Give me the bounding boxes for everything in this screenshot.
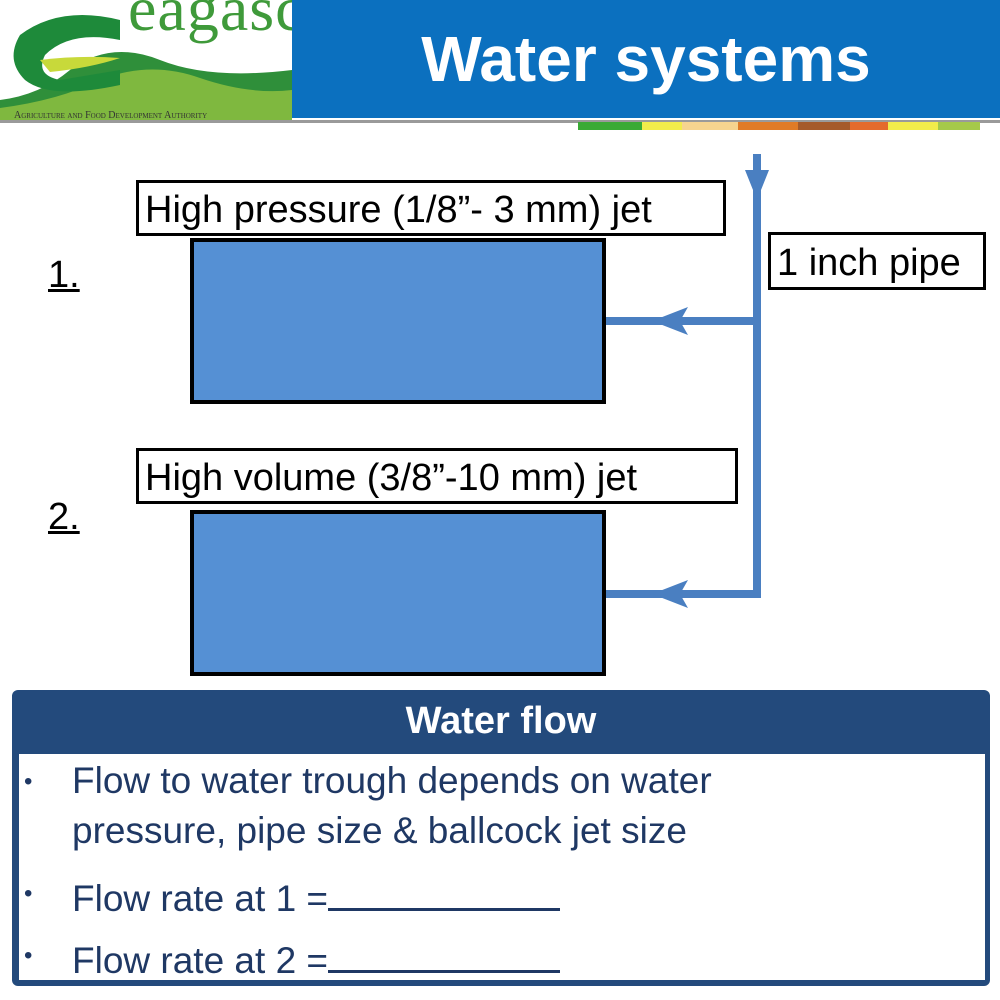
logo-subtitle: Agriculture and Food Development Authori… [14,110,208,121]
water-trough-1 [190,238,606,404]
item-number-1: 1. [48,254,80,296]
jet-label-2: High volume (3/8”-10 mm) jet [136,448,738,504]
flow-arrows [652,170,769,608]
flow-rate-2-blank [328,930,561,973]
pipe-lines [602,154,761,598]
pipe-label: 1 inch pipe [768,232,986,290]
color-strip-segment [850,122,888,130]
bullet-text-1: Flow to water trough depends on water pr… [72,756,712,856]
water-trough-2 [190,510,606,676]
logo-wordmark: eagasc [128,0,305,44]
bullet-text-3: Flow rate at 2 = [72,930,561,986]
header-divider [0,120,1000,123]
bullet-text-2: Flow rate at 1 = [72,868,561,924]
bullet-text-1-line1: Flow to water trough depends on water [72,760,712,801]
teagasc-logo-icon [0,15,292,122]
title-bar [292,0,1000,118]
left-arrow-icon [652,307,688,335]
down-arrow-icon [745,170,769,200]
jet-label-1: High pressure (1/8”- 3 mm) jet [136,180,726,236]
color-strip-segment [642,122,682,130]
color-strip-segment [798,122,850,130]
color-strip-segment [578,122,642,130]
flow-rate-2-label: Flow rate at 2 = [72,940,329,981]
bullet-text-1-line2: pressure, pipe size & ballcock jet size [72,810,687,851]
flow-rate-1-label: Flow rate at 1 = [72,878,329,919]
color-strip-segment [738,122,798,130]
logo [0,0,292,122]
page-title: Water systems [421,23,871,95]
bullet-icon: • [24,942,33,969]
color-strip-segment [938,122,980,130]
item-number-2: 2. [48,496,80,538]
color-strip-segment [888,122,938,130]
color-strip [578,122,980,130]
bullet-icon: • [24,880,33,907]
water-flow-body [19,754,985,980]
color-strip-segment [682,122,738,130]
left-arrow-icon [652,580,688,608]
water-flow-heading: Water flow [405,700,597,742]
bullet-icon: • [24,768,33,795]
flow-rate-1-blank [328,868,561,911]
